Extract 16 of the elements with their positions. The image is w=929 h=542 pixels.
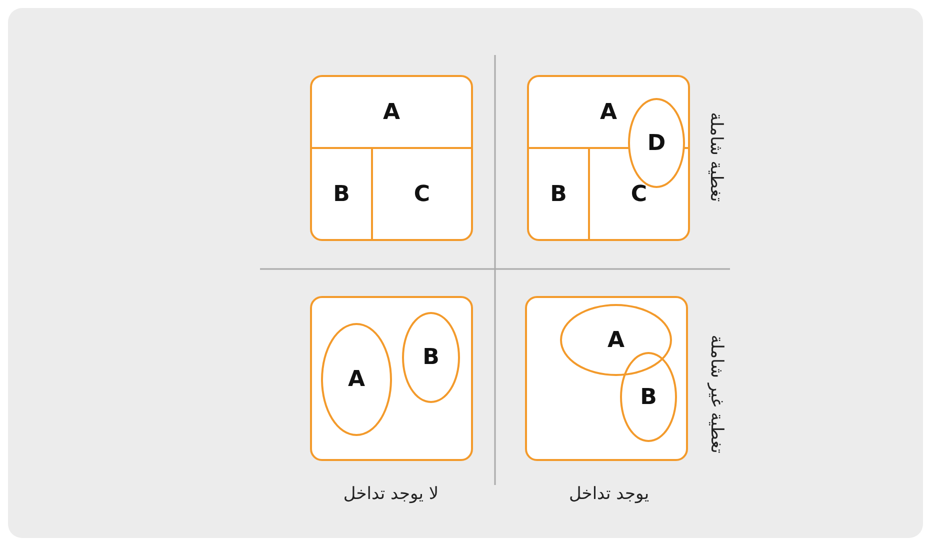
diagram-region: B xyxy=(312,149,373,239)
diagram-panel xyxy=(310,296,473,461)
diagram-panel xyxy=(525,296,688,461)
ellipse-region: B xyxy=(402,312,460,403)
diagram-region: B xyxy=(529,149,590,239)
ellipse-region: A xyxy=(560,304,672,376)
diagram-region: A xyxy=(312,77,471,149)
row-label: تغطية غير شاملة xyxy=(706,334,726,454)
diagram-panel xyxy=(310,75,473,241)
row-label: تغطية شاملة xyxy=(706,112,726,202)
ellipse-region: B xyxy=(620,352,677,442)
ellipse-region: A xyxy=(321,323,392,436)
column-label: لا يوجد تداخل xyxy=(343,484,439,504)
diagram-region: C xyxy=(373,149,471,239)
diagram-panel xyxy=(527,75,690,241)
column-label: يوجد تداخل xyxy=(568,484,650,504)
